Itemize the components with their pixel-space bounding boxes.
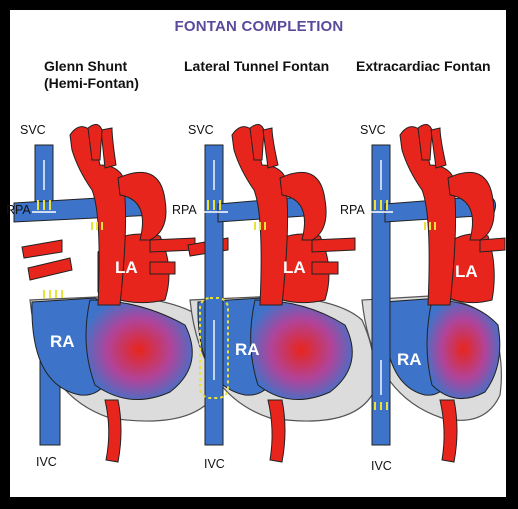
panel-3-heart <box>362 124 505 462</box>
panel-3-rpa-label: RPA <box>340 203 365 217</box>
panel-3-ra-label: RA <box>397 350 422 370</box>
panel-2-ra-label: RA <box>235 340 260 360</box>
panel-1-ra-label: RA <box>50 332 75 352</box>
panel-2-la-label: LA <box>283 258 306 278</box>
panel-1-ivc-label: IVC <box>36 455 57 469</box>
panel-1-rpa-label: RPA <box>6 203 31 217</box>
panel-1-heart <box>14 124 217 462</box>
panel-2-ivc-label: IVC <box>204 457 225 471</box>
panel-1-svc-label: SVC <box>20 123 46 137</box>
panel-2-rpa-label: RPA <box>172 203 197 217</box>
panel-2-svc-label: SVC <box>188 123 214 137</box>
panel-3-la-label: LA <box>455 262 478 282</box>
panel-3-svc-label: SVC <box>360 123 386 137</box>
panel-1-la-label: LA <box>115 258 138 278</box>
panel-2-heart <box>188 124 374 462</box>
panel-3-ivc-label: IVC <box>371 459 392 473</box>
